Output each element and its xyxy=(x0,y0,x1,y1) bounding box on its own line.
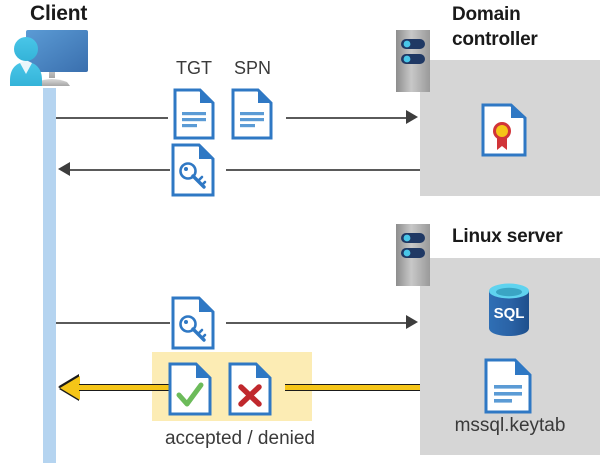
sql-label: SQL xyxy=(494,305,525,322)
linux-server-title: Linux server xyxy=(452,226,563,247)
document-check-icon xyxy=(168,362,212,416)
spn-document-icon xyxy=(231,88,273,140)
client-title: Client xyxy=(30,2,88,25)
accepted-denied-caption: accepted / denied xyxy=(164,428,315,449)
ticket-key-document-icon-1 xyxy=(171,143,215,197)
domain-controller-server-icon xyxy=(396,30,430,92)
flow-3-line-left xyxy=(56,322,170,324)
sql-database-icon: SQL xyxy=(484,282,534,338)
flow-2-line-left xyxy=(70,169,170,171)
domain-controller-title: Domain controller xyxy=(452,2,592,52)
domain-controller-title-line2: controller xyxy=(452,29,538,50)
flow-3-line-right xyxy=(226,322,406,324)
flow-4-arrowhead xyxy=(60,376,80,400)
flow-2-line-right xyxy=(226,169,420,171)
domain-controller-title-line1: Domain xyxy=(452,4,521,25)
tgt-document-icon xyxy=(173,88,215,140)
tgt-label: TGT xyxy=(176,58,212,78)
flow-3-arrowhead xyxy=(406,315,418,329)
flow-4-line-right xyxy=(285,384,420,391)
linux-server-icon xyxy=(396,224,430,286)
client-lifeline xyxy=(43,88,56,463)
keytab-file-icon xyxy=(484,358,532,414)
client-workstation-icon xyxy=(4,26,100,96)
flow-4-line-left xyxy=(79,384,171,391)
ticket-key-document-icon-2 xyxy=(171,296,215,350)
document-x-icon xyxy=(228,362,272,416)
flow-1-arrowhead xyxy=(406,110,418,124)
flow-1-line-right xyxy=(286,117,406,119)
flow-1-line-left xyxy=(56,117,168,119)
certificate-icon xyxy=(481,103,527,157)
flow-2-arrowhead xyxy=(58,162,70,176)
keytab-filename-label: mssql.keytab xyxy=(454,415,566,436)
spn-label: SPN xyxy=(234,58,272,78)
